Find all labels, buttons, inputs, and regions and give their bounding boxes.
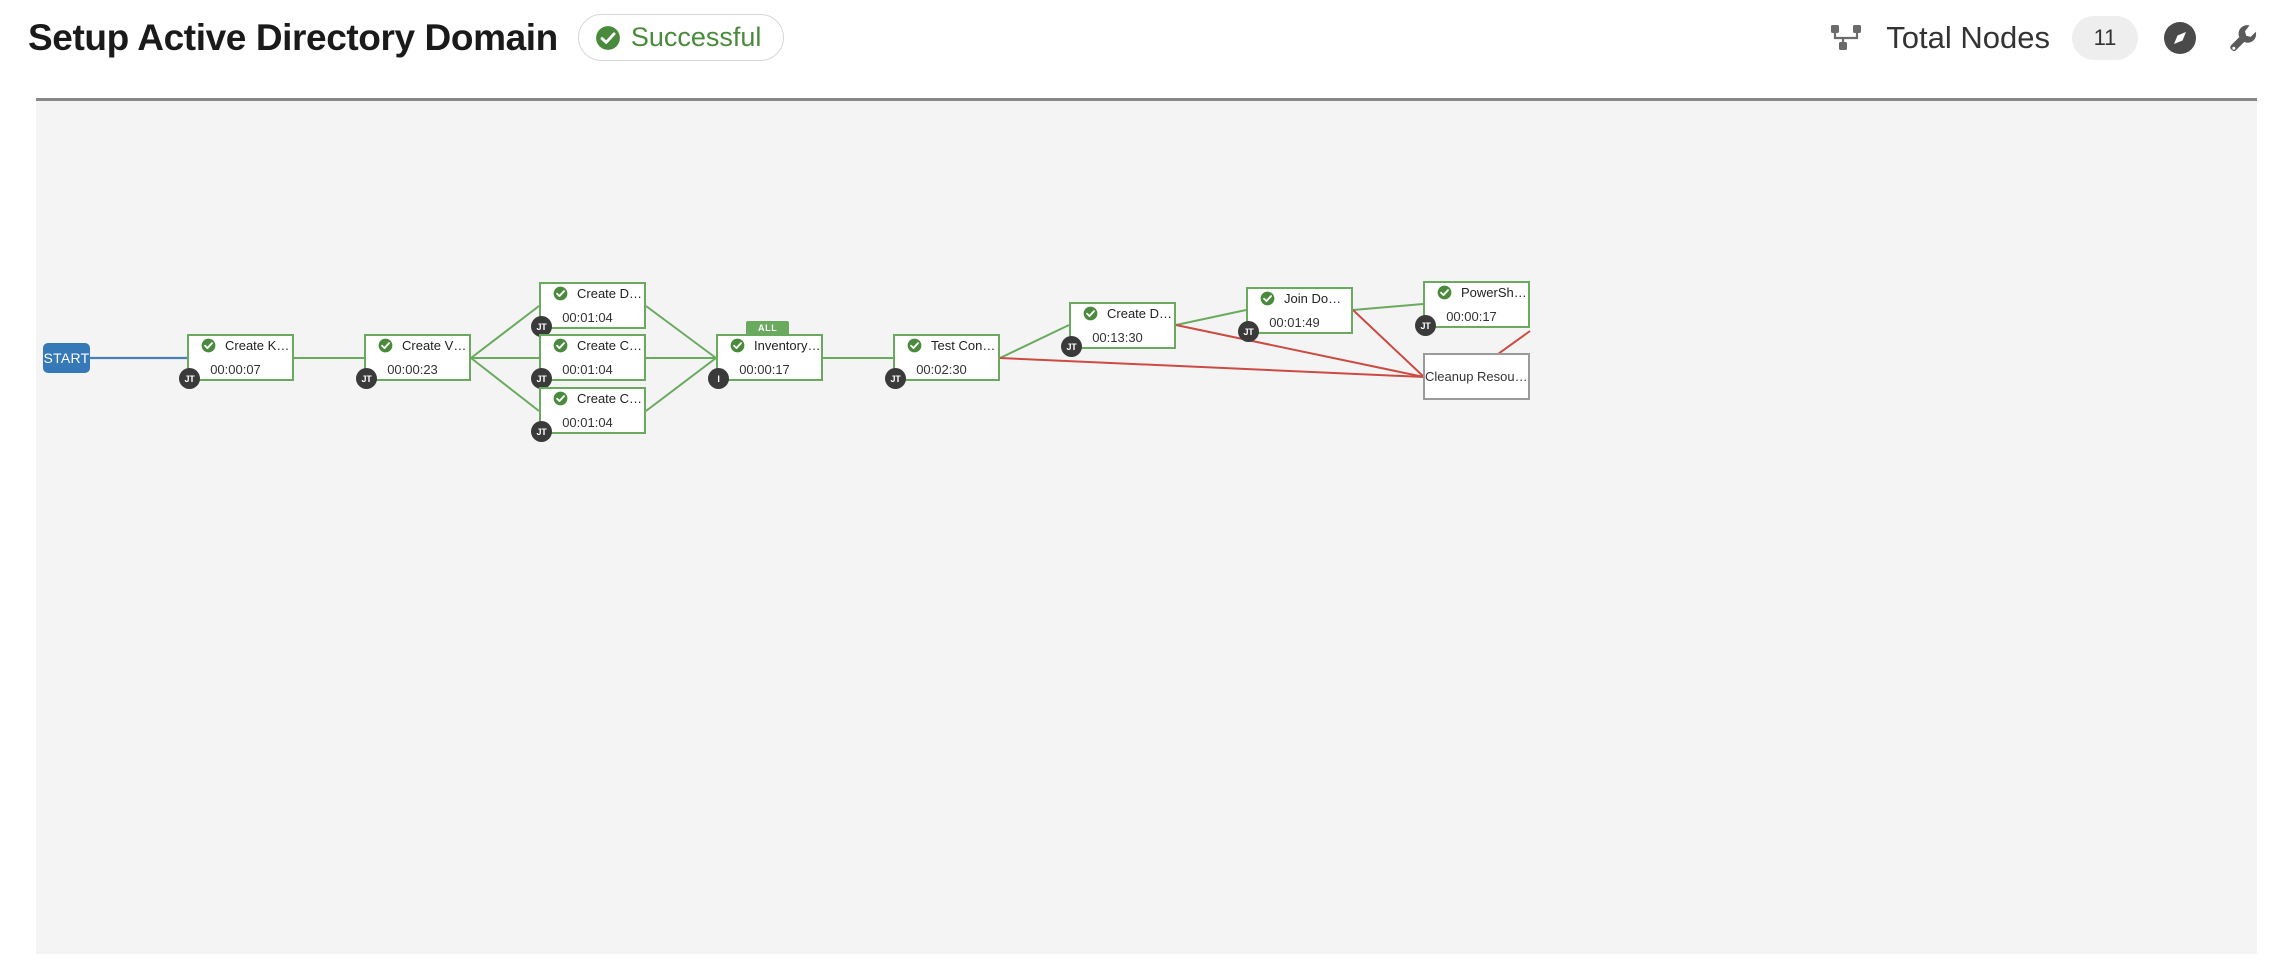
total-nodes-label: Total Nodes: [1886, 20, 2050, 55]
edge-vpc-to-domain-controller: [470, 305, 540, 359]
node-duration: 00:01:49: [1269, 315, 1320, 330]
node-title: Create Computer (1): [577, 338, 644, 353]
node-duration: 00:02:30: [916, 362, 967, 377]
check-circle-icon: [201, 338, 216, 353]
edge-computer-2-to-inventory: [645, 357, 717, 412]
node-duration: 00:00:17: [739, 362, 790, 377]
check-circle-icon: [595, 25, 620, 50]
page-title: Setup Active Directory Domain: [28, 16, 558, 58]
check-circle-icon: [553, 286, 568, 301]
node-title: Test Connectivity: [931, 338, 998, 353]
edge-test-connectivity-to-cleanup: [999, 357, 1425, 378]
node-create-vpc[interactable]: Create VPC 00:00:23 JT: [356, 334, 471, 389]
node-create-keypair[interactable]: Create Keypair 00:00:07 JT: [179, 334, 294, 389]
inventory-badge[interactable]: I: [708, 368, 729, 389]
node-duration: 00:00:17: [1446, 309, 1497, 324]
credential-badge[interactable]: JT: [356, 368, 377, 389]
workflow-canvas[interactable]: START Create Keypair 00:00:07 JT Create …: [36, 98, 2257, 954]
node-duration: 00:00:23: [387, 362, 438, 377]
node-powershell-validation[interactable]: PowerShell Validation 00:00:17 JT: [1415, 281, 1530, 336]
node-inventory-sync[interactable]: ALL Inventory Sync 00:00:17 I: [708, 321, 823, 389]
node-header: Create Domain Contr...: [541, 286, 644, 301]
check-circle-icon: [730, 338, 745, 353]
credential-badge[interactable]: JT: [885, 368, 906, 389]
node-create-domain-controller[interactable]: Create Domain Contr... 00:01:04 JT: [531, 282, 646, 337]
node-title: PowerShell Validation: [1461, 285, 1528, 300]
check-circle-icon: [553, 338, 568, 353]
wrench-icon[interactable]: [2222, 18, 2262, 58]
check-circle-icon: [1260, 291, 1275, 306]
check-circle-icon: [1437, 285, 1452, 300]
node-duration: 00:00:07: [210, 362, 261, 377]
credential-badge[interactable]: JT: [531, 368, 552, 389]
edge-layer: [90, 303, 1531, 412]
node-title: Create Domain: [1107, 306, 1174, 321]
title-group: Setup Active Directory Domain Successful: [28, 14, 785, 61]
credential-badge[interactable]: JT: [179, 368, 200, 389]
node-header: Create Keypair: [189, 338, 292, 353]
node-header: Join Domain: [1248, 291, 1351, 306]
credential-badge[interactable]: JT: [1238, 321, 1259, 342]
node-duration: 00:01:04: [562, 362, 613, 377]
node-title: Create Computer (2): [577, 391, 644, 406]
node-create-computer-1[interactable]: Create Computer (1) 00:01:04 JT: [531, 334, 646, 389]
compass-icon[interactable]: [2160, 18, 2200, 58]
check-circle-icon: [553, 391, 568, 406]
hierarchy-icon[interactable]: [1830, 23, 1864, 53]
node-title: Cleanup Resources: [1425, 369, 1528, 384]
check-circle-icon: [907, 338, 922, 353]
check-circle-icon: [1083, 306, 1098, 321]
node-title: Join Domain: [1284, 291, 1351, 306]
node-title: Create Keypair: [225, 338, 292, 353]
edge-join-domain-to-cleanup: [1352, 309, 1425, 378]
edge-create-domain-to-join-domain: [1175, 309, 1247, 326]
credential-badge[interactable]: JT: [531, 421, 552, 442]
node-duration: 00:01:04: [562, 310, 613, 325]
node-header: PowerShell Validation: [1425, 285, 1528, 300]
convergence-label: ALL: [746, 321, 790, 336]
node-header: Test Connectivity: [895, 338, 998, 353]
node-start[interactable]: START: [43, 343, 90, 373]
node-header: Inventory Sync: [718, 338, 821, 353]
edge-join-domain-to-powershell-validation: [1352, 303, 1424, 311]
node-header: Create Domain: [1071, 306, 1174, 321]
node-duration: 00:13:30: [1092, 330, 1143, 345]
page-header: Setup Active Directory Domain Successful…: [0, 0, 2290, 92]
node-header: Create VPC: [366, 338, 469, 353]
node-duration: 00:01:04: [562, 415, 613, 430]
edge-vpc-to-computer-2: [470, 357, 540, 412]
status-label: Successful: [630, 22, 762, 52]
node-create-domain[interactable]: Create Domain 00:13:30 JT: [1061, 302, 1176, 357]
credential-badge[interactable]: JT: [1061, 336, 1082, 357]
credential-badge[interactable]: JT: [531, 316, 552, 337]
status-badge: Successful: [577, 14, 785, 61]
node-title: Inventory Sync: [754, 338, 821, 353]
node-cleanup-resources[interactable]: Cleanup Resources: [1423, 353, 1530, 400]
header-actions: Total Nodes 11: [1830, 8, 2262, 68]
node-header: Create Computer (2): [541, 391, 644, 406]
node-title: Create VPC: [402, 338, 469, 353]
total-nodes-count: 11: [2072, 16, 2138, 60]
check-circle-icon: [378, 338, 393, 353]
edge-domain-controller-to-inventory: [645, 305, 717, 359]
edge-test-connectivity-to-create-domain: [999, 324, 1070, 359]
node-title: Create Domain Contr...: [577, 286, 644, 301]
credential-badge[interactable]: JT: [1415, 315, 1436, 336]
node-test-connectivity[interactable]: Test Connectivity 00:02:30 JT: [885, 334, 1000, 389]
node-join-domain[interactable]: Join Domain 00:01:49 JT: [1238, 287, 1353, 342]
node-create-computer-2[interactable]: Create Computer (2) 00:01:04 JT: [531, 387, 646, 442]
node-header: Create Computer (1): [541, 338, 644, 353]
